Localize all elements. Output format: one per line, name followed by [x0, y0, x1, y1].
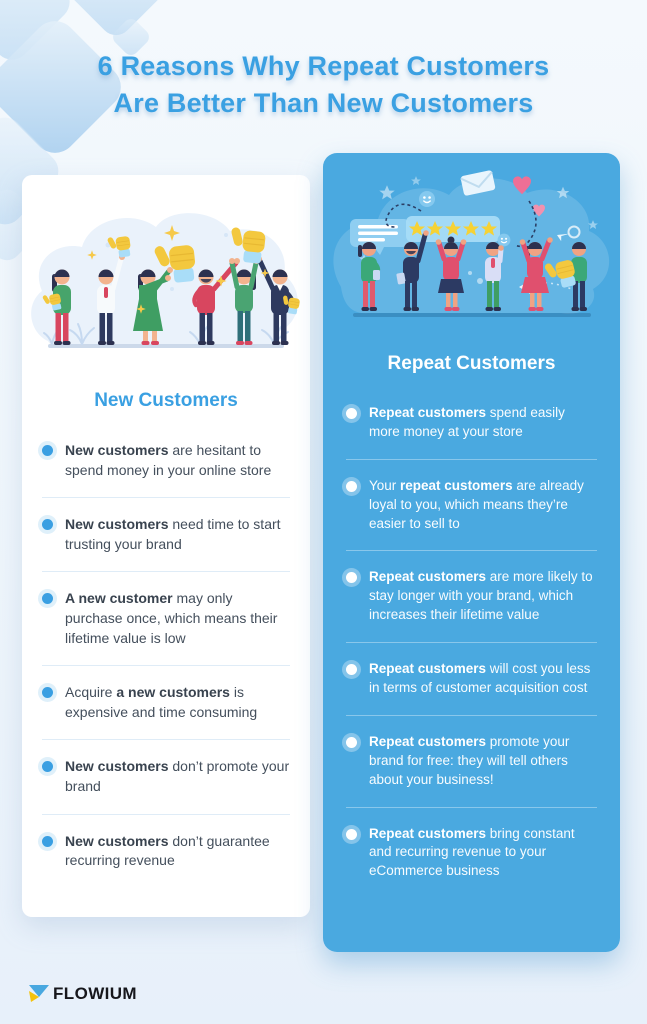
list-item-text: Your repeat customers are already loyal … — [369, 477, 584, 531]
bullet-dot-icon — [346, 408, 357, 419]
page-title-line2: Are Better Than New Customers — [113, 88, 534, 118]
repeat-customers-panel: Repeat Customers Repeat customers spend … — [323, 153, 620, 952]
repeat-customers-heading: Repeat Customers — [387, 353, 556, 374]
bullet-dot-icon — [42, 835, 53, 847]
flowium-logo-text: FLOWIUM — [53, 984, 137, 1003]
list-item-text: Repeat customers spend easily more money… — [369, 405, 565, 439]
list-item-text: Repeat customers bring constant and recu… — [369, 825, 575, 879]
list-item: A new customer may only purchase once, w… — [42, 571, 290, 665]
list-item: Repeat customers spend easily more money… — [346, 387, 597, 459]
list-item: New customers don’t guarantee recurring … — [42, 813, 290, 888]
list-item: Repeat customers are more likely to stay… — [346, 550, 597, 642]
list-item-text: Repeat customers will cost you less in t… — [369, 661, 591, 696]
list-item-text: A new customer may only purchase once, w… — [65, 590, 278, 646]
bullet-dot-icon — [346, 828, 357, 840]
repeat-customers-list: Repeat customers spend easily more money… — [323, 387, 620, 898]
list-item-text: New customers need time to start trustin… — [65, 516, 281, 552]
bullet-dot-icon — [42, 761, 53, 773]
flowium-logo: FLOWIUM — [28, 984, 137, 1004]
list-item: Repeat customers promote your brand for … — [346, 714, 597, 807]
bullet-dot-icon — [346, 664, 357, 676]
bullet-dot-icon — [42, 445, 53, 456]
bullet-dot-icon — [42, 519, 53, 531]
list-item: Repeat customers bring constant and recu… — [346, 806, 597, 899]
bullet-dot-icon — [346, 736, 357, 748]
smiley-icon — [419, 191, 435, 207]
bullet-dot-icon — [346, 572, 357, 584]
list-item-text: New customers don’t promote your brand — [65, 758, 290, 794]
bullet-dot-icon — [42, 593, 53, 605]
list-item-text: Repeat customers are more likely to stay… — [369, 569, 593, 623]
five-star-rating-banner — [406, 216, 500, 242]
people-celebrating-five-stars-illustration — [333, 170, 610, 317]
list-item: Your repeat customers are already loyal … — [346, 458, 597, 551]
list-item: Repeat customers will cost you less in t… — [346, 642, 597, 715]
envelope-icon — [460, 170, 496, 196]
list-item-text: Repeat customers promote your brand for … — [369, 733, 570, 787]
new-customers-panel: New Customers New customers are hesitant… — [22, 175, 310, 917]
list-item-text: New customers are hesitant to spend mone… — [65, 442, 272, 478]
new-customers-list: New customers are hesitant to spend mone… — [22, 424, 310, 888]
list-item-text: Acquire a new customers is expensive and… — [65, 684, 258, 720]
people-thumbs-up-illustration — [31, 213, 301, 348]
page-title-line1: 6 Reasons Why Repeat Customers — [97, 51, 550, 81]
page-title: 6 Reasons Why Repeat Customers Are Bette… — [0, 48, 647, 122]
list-item-text: New customers don’t guarantee recurring … — [65, 832, 270, 869]
chat-bubble-icon — [350, 219, 410, 255]
bullet-dot-icon — [346, 480, 357, 492]
list-item: New customers need time to start trustin… — [42, 497, 290, 571]
flowium-triangle-icon — [29, 985, 49, 1002]
list-item: Acquire a new customers is expensive and… — [42, 665, 290, 739]
list-item: New customers are hesitant to spend mone… — [42, 424, 290, 497]
bullet-dot-icon — [42, 687, 53, 699]
new-customers-heading: New Customers — [94, 390, 238, 411]
list-item: New customers don’t promote your brand — [42, 739, 290, 813]
smiley-balloon-icon — [497, 233, 511, 247]
